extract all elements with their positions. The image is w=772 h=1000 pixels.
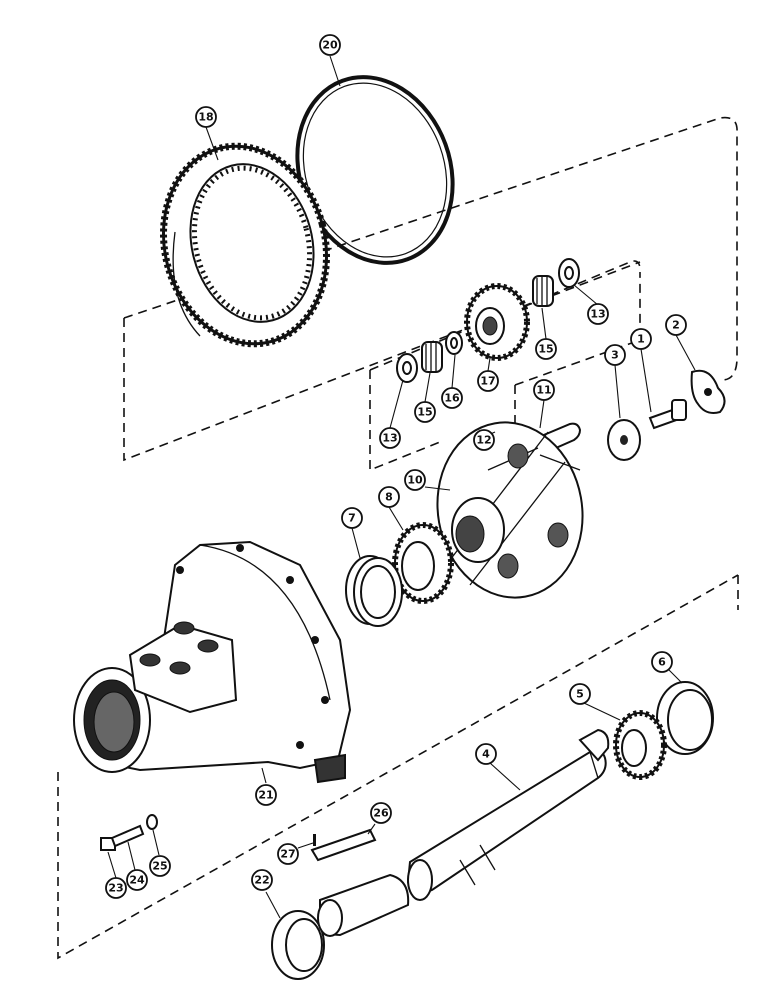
svg-text:22: 22 <box>254 874 269 887</box>
callout-8: 8 <box>378 486 400 508</box>
svg-text:15: 15 <box>538 343 553 356</box>
svg-text:17: 17 <box>480 375 495 388</box>
callout-6: 6 <box>651 651 673 673</box>
bearing-cup-part-7 <box>345 555 403 627</box>
svg-text:4: 4 <box>482 748 490 761</box>
leader-lines <box>107 55 696 919</box>
callout-3: 3 <box>604 344 626 366</box>
callout-12: 12 <box>473 429 495 451</box>
callout-13b: 13 <box>587 303 609 325</box>
shaft-stub <box>317 873 410 937</box>
callout-23: 23 <box>105 877 127 899</box>
callout-11: 11 <box>533 379 555 401</box>
callout-25: 25 <box>149 855 171 877</box>
svg-text:25: 25 <box>152 860 167 873</box>
svg-text:18: 18 <box>198 111 213 124</box>
svg-text:6: 6 <box>658 656 666 669</box>
svg-text:15: 15 <box>417 406 432 419</box>
svg-text:2: 2 <box>672 319 680 332</box>
svg-text:13: 13 <box>590 308 605 321</box>
callout-22: 22 <box>251 869 273 891</box>
svg-text:27: 27 <box>280 848 295 861</box>
svg-text:5: 5 <box>576 688 584 701</box>
washer-part-25 <box>146 814 158 830</box>
callout-5: 5 <box>569 683 591 705</box>
callout-21: 21 <box>255 784 277 806</box>
callout-18: 18 <box>195 106 217 128</box>
svg-text:3: 3 <box>611 349 619 362</box>
svg-text:13: 13 <box>382 432 397 445</box>
pin-part-27 <box>313 834 316 846</box>
seal-part-22 <box>271 910 325 980</box>
callout-15b: 15 <box>535 338 557 360</box>
svg-text:21: 21 <box>258 789 273 802</box>
callout-10: 10 <box>404 469 426 491</box>
svg-text:11: 11 <box>536 384 551 397</box>
bearing-cup-part-6 <box>656 681 714 755</box>
bearing-cone-part-5 <box>613 710 667 780</box>
callout-13a: 13 <box>379 427 401 449</box>
planet-gear-set <box>396 258 580 383</box>
svg-text:24: 24 <box>129 874 145 887</box>
callout-26: 26 <box>370 802 392 824</box>
dashed-group-outlines <box>57 116 739 960</box>
callout-20: 20 <box>319 34 341 56</box>
key-part-26 <box>310 828 377 862</box>
svg-text:8: 8 <box>385 491 393 504</box>
callout-24: 24 <box>126 869 148 891</box>
callout-4: 4 <box>475 743 497 765</box>
axle-shaft-part-4 <box>406 728 610 901</box>
ring-gear-part-18 <box>160 142 330 348</box>
callout-15a: 15 <box>414 401 436 423</box>
svg-text:16: 16 <box>444 392 460 405</box>
svg-text:12: 12 <box>476 434 491 447</box>
svg-text:26: 26 <box>373 807 389 820</box>
svg-text:20: 20 <box>322 39 338 52</box>
svg-text:10: 10 <box>407 474 423 487</box>
callout-1: 1 <box>630 328 652 350</box>
svg-text:7: 7 <box>348 512 356 525</box>
callout-2: 2 <box>665 314 687 336</box>
svg-text:23: 23 <box>108 882 123 895</box>
svg-text:1: 1 <box>637 333 645 346</box>
callout-16: 16 <box>441 387 463 409</box>
bolt-part-23 <box>100 824 145 851</box>
callout-27: 27 <box>277 843 299 865</box>
callout-17: 17 <box>477 370 499 392</box>
planet-carrier-part-10 <box>436 421 584 599</box>
callout-7: 7 <box>341 507 363 529</box>
housing-part-21 <box>73 540 352 784</box>
bearing-cone-part-8 <box>392 522 454 604</box>
